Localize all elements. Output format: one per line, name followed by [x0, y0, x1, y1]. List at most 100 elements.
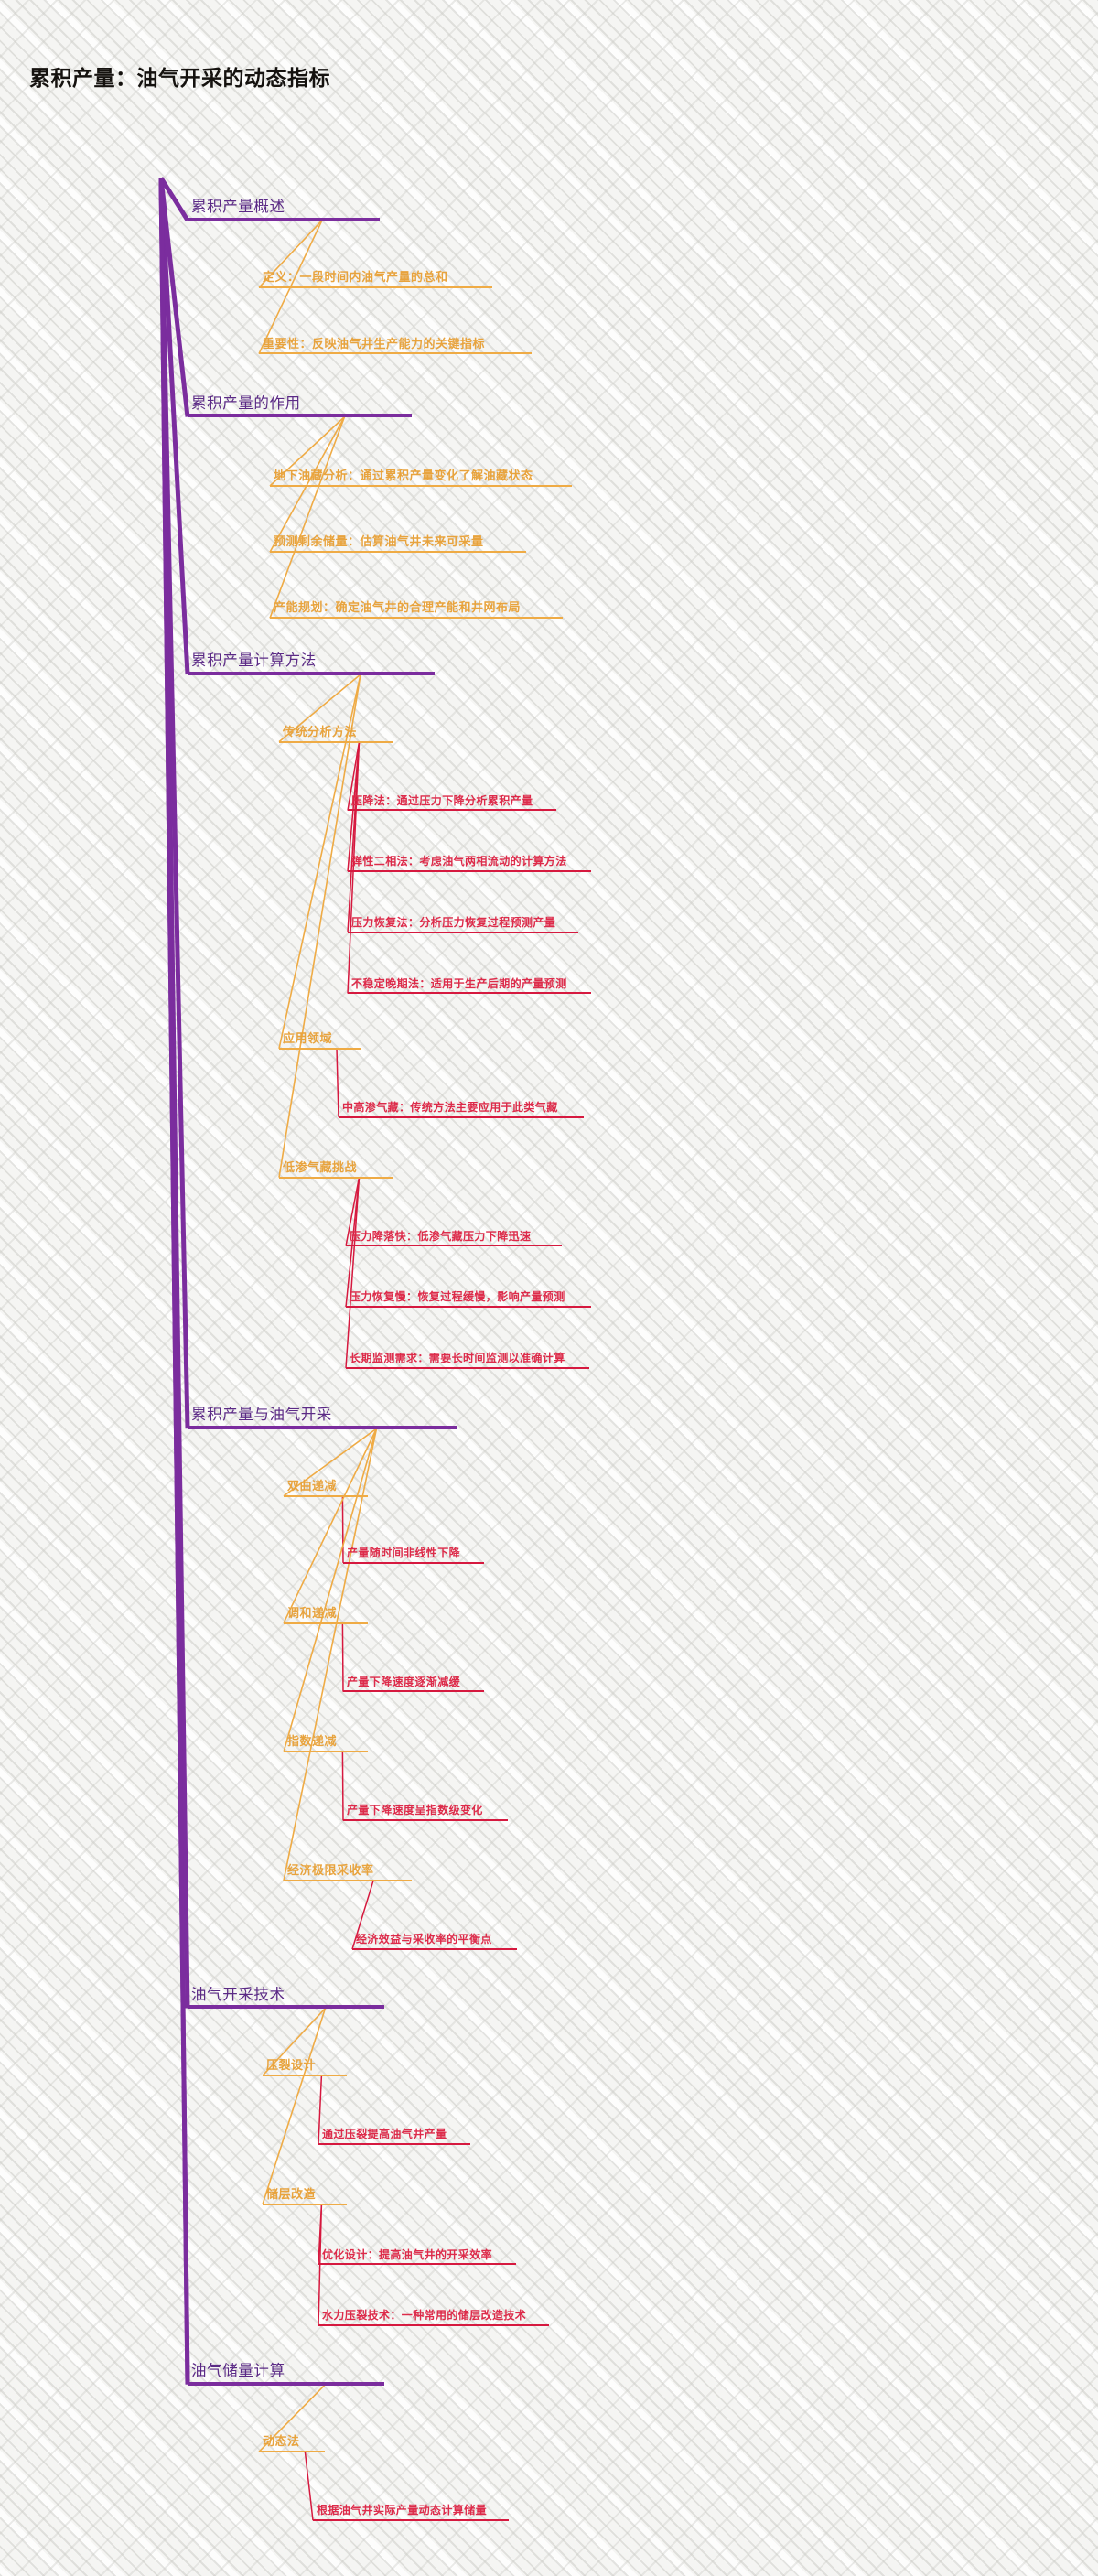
connector-line: [304, 2452, 314, 2521]
connector-line: [283, 1428, 377, 1497]
mindmap-node-level1[interactable]: 累积产量概述: [188, 199, 380, 221]
mindmap-node-level3[interactable]: 产量随时间非线性下降: [343, 1547, 484, 1564]
mindmap-node-level2[interactable]: 动态法: [259, 2434, 325, 2453]
node-underline: [346, 1306, 591, 1308]
connector-line: [278, 674, 361, 1178]
node-underline: [313, 2519, 509, 2521]
mindmap-node-level1[interactable]: 累积产量计算方法: [188, 652, 435, 675]
node-underline: [279, 1047, 361, 1050]
mindmap-node-level2[interactable]: 传统分析方法: [279, 725, 393, 743]
connector-line: [269, 416, 346, 553]
mindmap-node-level2[interactable]: 重要性：反映油气井生产能力的关键指标: [259, 337, 532, 355]
connector-line: [158, 178, 190, 417]
node-underline: [339, 1116, 584, 1118]
node-label: 压裂设计: [266, 2058, 317, 2073]
connector-line: [258, 2384, 327, 2452]
mindmap-node-level3[interactable]: 不稳定晚期法：适用于生产后期的产量预测: [348, 976, 591, 995]
node-underline: [188, 671, 435, 675]
node-underline: [343, 1819, 508, 1822]
node-label: 预测剩余储量：估算油气井未来可采量: [274, 534, 484, 549]
node-underline: [284, 1751, 368, 1753]
node-label: 产量下降速度呈指数级变化: [347, 1804, 483, 1817]
mindmap-node-level3[interactable]: 经济效益与采收率的平衡点: [352, 1933, 517, 1950]
node-underline: [348, 870, 591, 873]
mindmap-node-level2[interactable]: 指数递减: [284, 1734, 368, 1753]
mindmap-node-level1[interactable]: 油气开采技术: [188, 1987, 384, 2010]
connector-line: [318, 2075, 323, 2145]
node-label: 压力恢复慢：恢复过程缓慢，影响产量预测: [350, 1290, 565, 1304]
mindmap-node-level2[interactable]: 压裂设计: [263, 2058, 347, 2077]
connector-line: [278, 674, 361, 1050]
mindmap-node-level2[interactable]: 经济极限采收率: [284, 1863, 412, 1882]
mindmap-node-level3[interactable]: 产量下降速度呈指数级变化: [343, 1804, 508, 1822]
node-underline: [188, 1426, 458, 1430]
node-label: 调和递减: [287, 1605, 338, 1620]
mindmap-node-level2[interactable]: 储层改造: [263, 2186, 347, 2205]
mindmap-node-level2[interactable]: 低渗气藏挑战: [279, 1159, 393, 1179]
node-label: 油气储量计算: [191, 2362, 285, 2379]
node-underline: [343, 1561, 484, 1564]
mindmap-node-level1[interactable]: 油气储量计算: [188, 2363, 384, 2386]
node-label: 产量下降速度逐渐减缓: [347, 1675, 461, 1688]
node-label: 地下油藏分析：通过累积产量变化了解油藏状态: [274, 468, 533, 482]
node-underline: [188, 217, 380, 221]
node-label: 储层改造: [266, 2186, 317, 2201]
connector-line: [345, 1177, 361, 1308]
mindmap-node-level3[interactable]: 压力降落快：低渗气藏压力下降迅速: [346, 1230, 562, 1247]
node-label: 累积产量计算方法: [191, 652, 317, 669]
connector-line: [258, 220, 323, 288]
mindmap-node-level2[interactable]: 地下油藏分析：通过累积产量变化了解油藏状态: [270, 469, 572, 487]
mindmap-node-level2[interactable]: 双曲递减: [284, 1478, 368, 1497]
mindmap-node-level3[interactable]: 压降法：通过压力下降分析累积产量: [348, 794, 556, 812]
mindmap-node-level2[interactable]: 定义：一段时间内油气产量的总和: [259, 270, 492, 289]
node-underline: [263, 2075, 347, 2077]
connector-line: [341, 1495, 344, 1563]
node-label: 油气开采技术: [191, 1986, 285, 2003]
node-label: 低渗气藏挑战: [283, 1159, 358, 1174]
mindmap-node-level2[interactable]: 应用领域: [279, 1030, 361, 1050]
node-label: 产量随时间非线性下降: [347, 1546, 461, 1559]
node-label: 累积产量概述: [191, 198, 285, 215]
mindmap-node-level3[interactable]: 水力压裂技术：一种常用的储层改造技术: [318, 2309, 549, 2327]
node-underline: [279, 1176, 393, 1179]
node-underline: [318, 2142, 470, 2145]
node-underline: [284, 1880, 412, 1882]
mindmap-node-level1[interactable]: 累积产量与油气开采: [188, 1407, 458, 1430]
mindmap-node-level3[interactable]: 优化设计：提高油气井的开采效率: [318, 2247, 516, 2266]
mindmap-node-level3[interactable]: 压力恢复法：分析压力恢复过程预测产量: [348, 916, 578, 933]
node-label: 优化设计：提高油气井的开采效率: [322, 2247, 493, 2261]
mindmap-node-level2[interactable]: 调和递减: [284, 1605, 368, 1624]
node-label: 定义：一段时间内油气产量的总和: [263, 270, 448, 285]
node-label: 双曲递减: [287, 1478, 338, 1493]
node-underline: [259, 352, 532, 355]
node-underline: [318, 2263, 516, 2266]
node-underline: [346, 1366, 589, 1369]
mindmap-node-level3[interactable]: 根据油气井实际产量动态计算储量: [313, 2504, 509, 2521]
connector-line: [262, 2008, 327, 2205]
node-label: 中高渗气藏：传统方法主要应用于此类气藏: [342, 1100, 558, 1114]
mindmap-node-level3[interactable]: 通过压裂提高油气井产量: [318, 2128, 470, 2145]
node-label: 通过压裂提高油气井产量: [322, 2128, 447, 2141]
mindmap-node-level1[interactable]: 累积产量的作用: [188, 395, 412, 418]
connector-line: [262, 2007, 327, 2076]
mindmap-node-level3[interactable]: 弹性二相法：考虑油气两相流动的计算方法: [348, 855, 591, 873]
node-label: 不稳定晚期法：适用于生产后期的产量预测: [351, 976, 567, 990]
mindmap-node-level3[interactable]: 中高渗气藏：传统方法主要应用于此类气藏: [339, 1100, 584, 1118]
mindmap-node-level3[interactable]: 压力恢复慢：恢复过程缓慢，影响产量预测: [346, 1290, 591, 1308]
node-label: 根据油气井实际产量动态计算储量: [317, 2504, 488, 2517]
node-label: 长期监测需求：需要长时间监测以准确计算: [350, 1351, 565, 1364]
mindmap-node-level2[interactable]: 产能规划：确定油气井的合理产能和井网布局: [270, 600, 563, 620]
node-label: 应用领域: [283, 1030, 333, 1045]
node-label: 产能规划：确定油气井的合理产能和井网布局: [274, 600, 522, 615]
node-underline: [348, 809, 556, 812]
node-underline: [188, 2005, 384, 2010]
mindmap-node-level2[interactable]: 预测剩余储量：估算油气井未来可采量: [270, 534, 526, 554]
connector-line: [351, 1880, 374, 1950]
mindmap-node-level3[interactable]: 产量下降速度逐渐减缓: [343, 1676, 484, 1693]
node-underline: [188, 2381, 384, 2386]
node-underline: [279, 740, 393, 743]
node-underline: [270, 484, 572, 487]
mindmap-node-level3[interactable]: 长期监测需求：需要长时间监测以准确计算: [346, 1351, 589, 1369]
node-underline: [348, 992, 591, 995]
